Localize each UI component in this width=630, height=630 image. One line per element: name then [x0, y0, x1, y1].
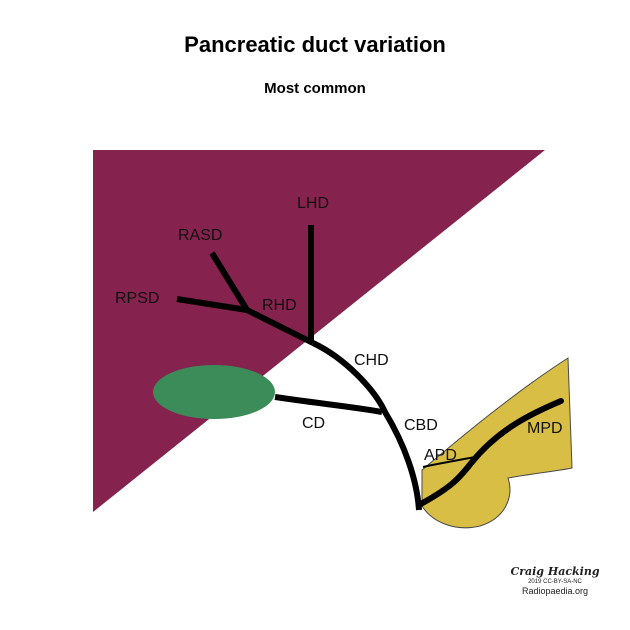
accessory-pancreatic-duct [422, 456, 476, 468]
label-mpd: MPD [527, 420, 563, 437]
label-rasd: RASD [178, 227, 222, 244]
main-pancreatic-duct [416, 398, 564, 508]
right-hepatic-duct [245, 307, 315, 346]
right-posterior-sectoral-duct [176, 296, 248, 313]
label-rhd: RHD [262, 297, 297, 314]
site-credit: Radiopaedia.org [521, 586, 589, 596]
credit-block: Craig Hacking 2019 CC-BY-SA-NC Radiopaed… [500, 566, 610, 597]
label-cbd: CBD [404, 417, 438, 434]
license-text: 2019 CC-BY-SA-NC [528, 579, 582, 585]
label-lhd: LHD [297, 195, 329, 212]
pancreas-shape [421, 357, 573, 529]
diagram-title: Pancreatic duct variation [184, 32, 446, 57]
gallbladder-shape [153, 365, 275, 419]
author-signature: Craig Hacking [510, 565, 600, 578]
common-bile-duct [311, 340, 422, 511]
label-cd: CD [302, 415, 325, 432]
liver-shape [93, 150, 545, 512]
right-anterior-sectoral-duct [209, 251, 250, 312]
label-apd: APD [424, 447, 457, 464]
diagram-subtitle: Most common [264, 80, 366, 97]
cystic-duct [274, 394, 383, 415]
label-rpsd: RPSD [115, 290, 159, 307]
label-chd: CHD [354, 352, 389, 369]
